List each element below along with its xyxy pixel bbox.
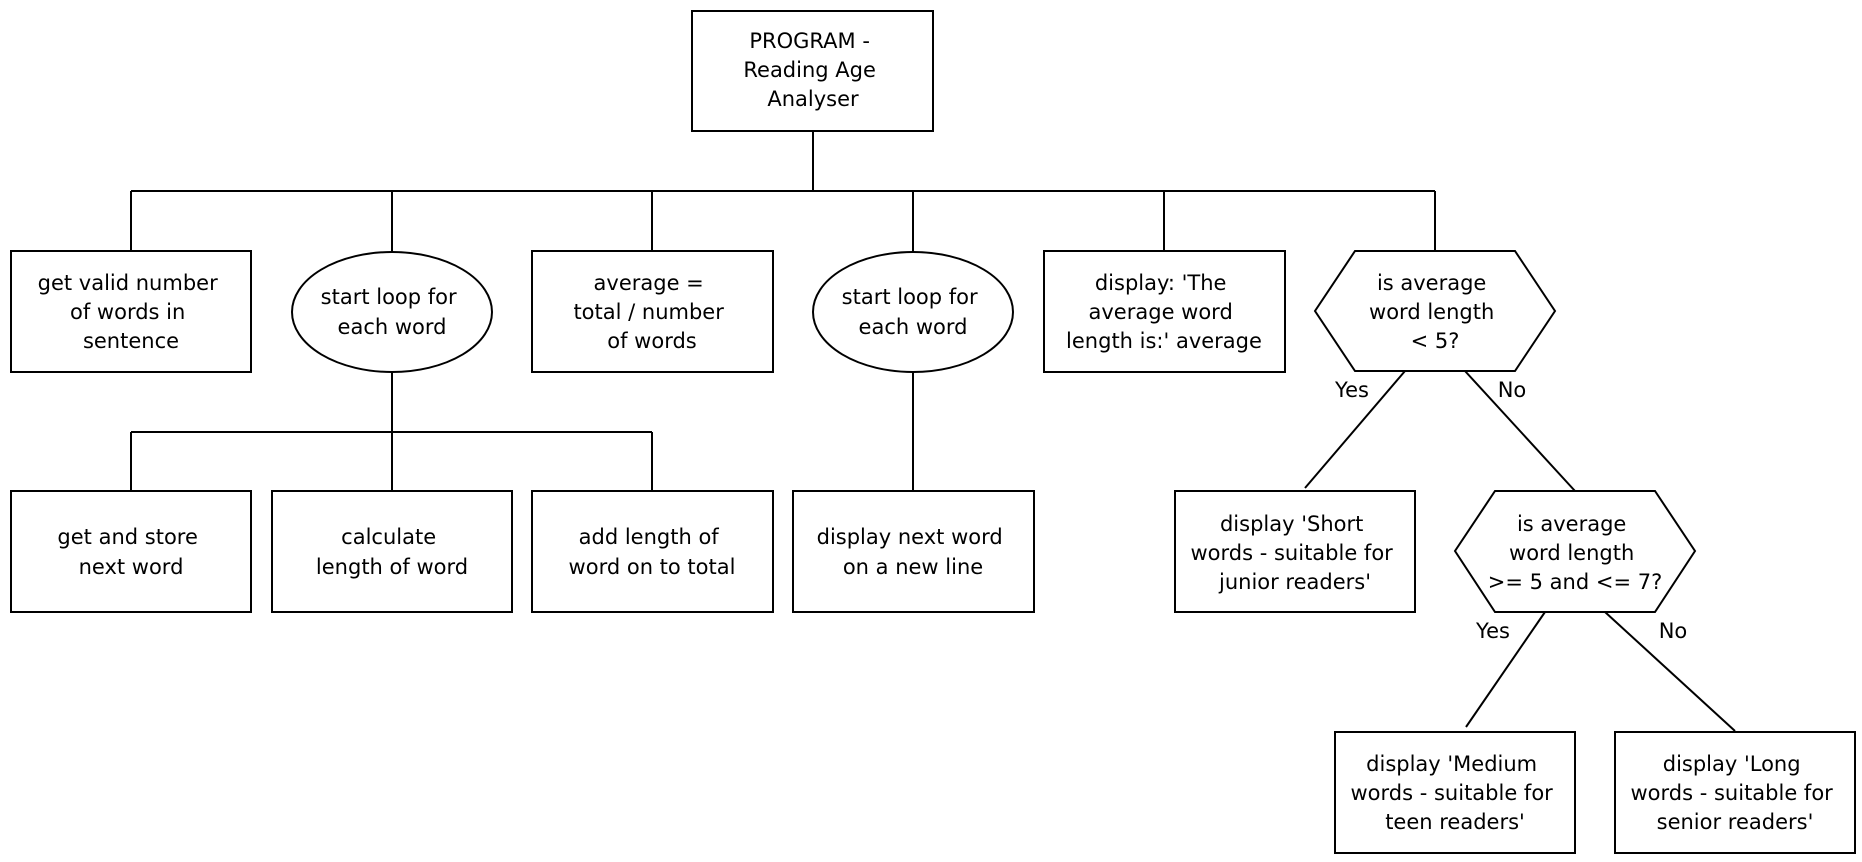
node-medium-line: teen readers'	[1385, 810, 1525, 834]
node-average-line: total / number	[573, 300, 724, 324]
svg-text:get and store next word: get and store next word	[57, 525, 204, 579]
node-average-line: of words	[607, 329, 696, 353]
node-get-words: get valid number of words in sentence	[10, 250, 252, 373]
svg-text:is average word length: is average word length >= 5 and <= 7?	[1488, 512, 1662, 594]
connector-d1-yes	[1304, 370, 1406, 489]
connector-d1-no	[1464, 370, 1576, 492]
node-medium: display 'Medium words - suitable for tee…	[1334, 731, 1576, 854]
svg-text:calculate length of word: calculate length of word	[316, 525, 468, 579]
node-display-word-line: display next word	[817, 525, 1003, 549]
node-loop2-line: each word	[859, 315, 968, 339]
edge-label-d2-yes: Yes	[1475, 619, 1510, 643]
node-loop2-line: start loop for	[842, 285, 978, 309]
node-display-average-line: average word	[1089, 300, 1233, 324]
svg-text:display 'Medium words -: display 'Medium words - suitable for tee…	[1351, 752, 1560, 834]
svg-text:display 'Long words - su: display 'Long words - suitable for senio…	[1631, 752, 1840, 834]
node-decision1-line: is average	[1377, 271, 1486, 295]
node-store-word-line: next word	[79, 555, 184, 579]
node-decision1-line: < 5?	[1411, 329, 1460, 353]
node-short: display 'Short words - suitable for juni…	[1174, 490, 1416, 613]
svg-text:display 'Short words - s: display 'Short words - suitable for juni…	[1191, 512, 1400, 594]
node-calc-length: calculate length of word	[271, 490, 513, 613]
node-decision1-line: word length	[1369, 300, 1494, 324]
svg-text:get valid number of word: get valid number of words in sentence	[38, 271, 225, 353]
node-get-words-line: of words in	[70, 300, 185, 324]
node-display-average-line: display: 'The	[1095, 271, 1227, 295]
svg-text:average = total / number: average = total / number of words	[573, 271, 730, 353]
node-short-line: words - suitable for	[1191, 541, 1394, 565]
svg-text:display: 'The average wo: display: 'The average word length is:' a…	[1066, 271, 1262, 353]
edge-label-d2-no: No	[1659, 619, 1688, 643]
node-average-line: average =	[594, 271, 704, 295]
svg-text:display next word on a n: display next word on a new line	[817, 525, 1010, 579]
node-calc-length-line: length of word	[316, 555, 468, 579]
edge-label-d1-yes: Yes	[1334, 378, 1369, 402]
node-decision2: is average word length >= 5 and <= 7?	[1453, 490, 1697, 613]
svg-text:start loop for each word: start loop for each word	[842, 285, 985, 339]
svg-text:start loop for each word: start loop for each word	[321, 285, 464, 339]
node-display-average-line: length is:' average	[1066, 329, 1262, 353]
node-loop1-line: each word	[338, 315, 447, 339]
node-decision2-line: word length	[1509, 541, 1634, 565]
node-get-words-line: get valid number	[38, 271, 218, 295]
edge-label-d1-no: No	[1498, 378, 1527, 402]
node-add-length-line: add length of	[579, 525, 720, 549]
node-store-word: get and store next word	[10, 490, 252, 613]
node-long: display 'Long words - suitable for senio…	[1614, 731, 1856, 854]
node-add-length: add length of word on to total	[531, 490, 774, 613]
node-medium-line: words - suitable for	[1351, 781, 1554, 805]
svg-text:add length of word on to: add length of word on to total	[569, 525, 736, 579]
connectors	[130, 131, 1736, 732]
node-add-length-line: word on to total	[569, 555, 736, 579]
node-medium-line: display 'Medium	[1366, 752, 1537, 776]
svg-text:PROGRAM - Reading Age: PROGRAM - Reading Age Analyser	[743, 29, 882, 111]
node-display-average: display: 'The average word length is:' a…	[1043, 250, 1286, 373]
node-display-word: display next word on a new line	[792, 490, 1035, 613]
node-calc-length-line: calculate	[341, 525, 436, 549]
connector-d2-yes	[1465, 611, 1546, 728]
node-store-word-line: get and store	[57, 525, 197, 549]
node-long-line: senior readers'	[1657, 810, 1814, 834]
svg-text:is average word length: is average word length < 5?	[1369, 271, 1501, 353]
node-get-words-line: sentence	[83, 329, 179, 353]
node-short-line: junior readers'	[1218, 570, 1371, 594]
node-root-line: PROGRAM -	[749, 29, 870, 53]
node-average: average = total / number of words	[531, 250, 774, 373]
node-loop1-line: start loop for	[321, 285, 457, 309]
node-loop1: start loop for each word	[291, 251, 493, 373]
node-root-line: Reading Age	[743, 58, 876, 82]
node-long-line: display 'Long	[1663, 752, 1801, 776]
node-root: PROGRAM - Reading Age Analyser	[691, 10, 934, 132]
node-long-line: words - suitable for	[1631, 781, 1834, 805]
connector-d2-no	[1604, 611, 1736, 732]
node-decision1: is average word length < 5?	[1313, 250, 1557, 372]
node-loop2: start loop for each word	[812, 251, 1014, 373]
node-short-line: display 'Short	[1220, 512, 1363, 536]
node-display-word-line: on a new line	[843, 555, 983, 579]
node-decision2-line: is average	[1517, 512, 1626, 536]
node-decision2-line: >= 5 and <= 7?	[1488, 570, 1662, 594]
node-root-line: Analyser	[767, 87, 859, 111]
